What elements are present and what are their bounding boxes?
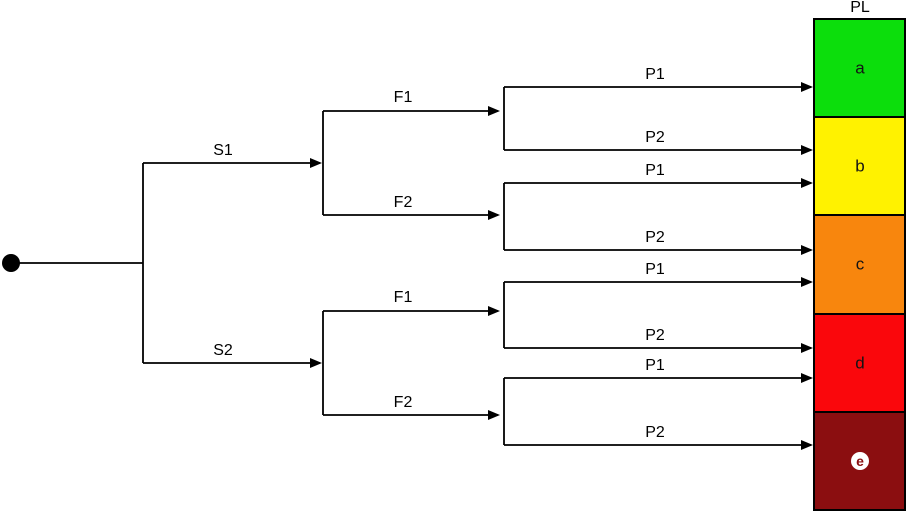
outcome-label-c: c [855,254,865,274]
branch-label-s1f1-p2: P2 [645,129,665,146]
branch-label-s2: S2 [213,342,233,359]
outcome-box-d [813,313,906,413]
branch-label-s2-f1: F1 [393,289,413,306]
column-header-label: PL [850,0,870,16]
branch-label-s1: S1 [213,142,233,159]
branch-label-s2f1-p2: P2 [645,327,665,344]
outcome-label-b: b [855,156,865,176]
branch-label-s1-f1: F1 [393,89,413,106]
root-node-dot [2,254,20,272]
outcome-label-d: d [855,353,865,373]
branch-label-s2f2-p2: P2 [645,424,665,441]
branch-label-s1-f2: F2 [393,194,413,211]
outcome-box-c [813,214,906,315]
branch-label-s1f1-p1: P1 [645,66,665,83]
branch-label-s1f2-p1: P1 [645,162,665,179]
branch-label-s1f2-p2: P2 [645,229,665,246]
outcome-label-e: e [851,452,869,470]
branch-label-s2f2-p1: P1 [645,357,665,374]
branch-label-s2f1-p1: P1 [645,261,665,278]
branch-label-s2-f2: F2 [393,394,413,411]
outcome-label-a: a [855,58,865,78]
